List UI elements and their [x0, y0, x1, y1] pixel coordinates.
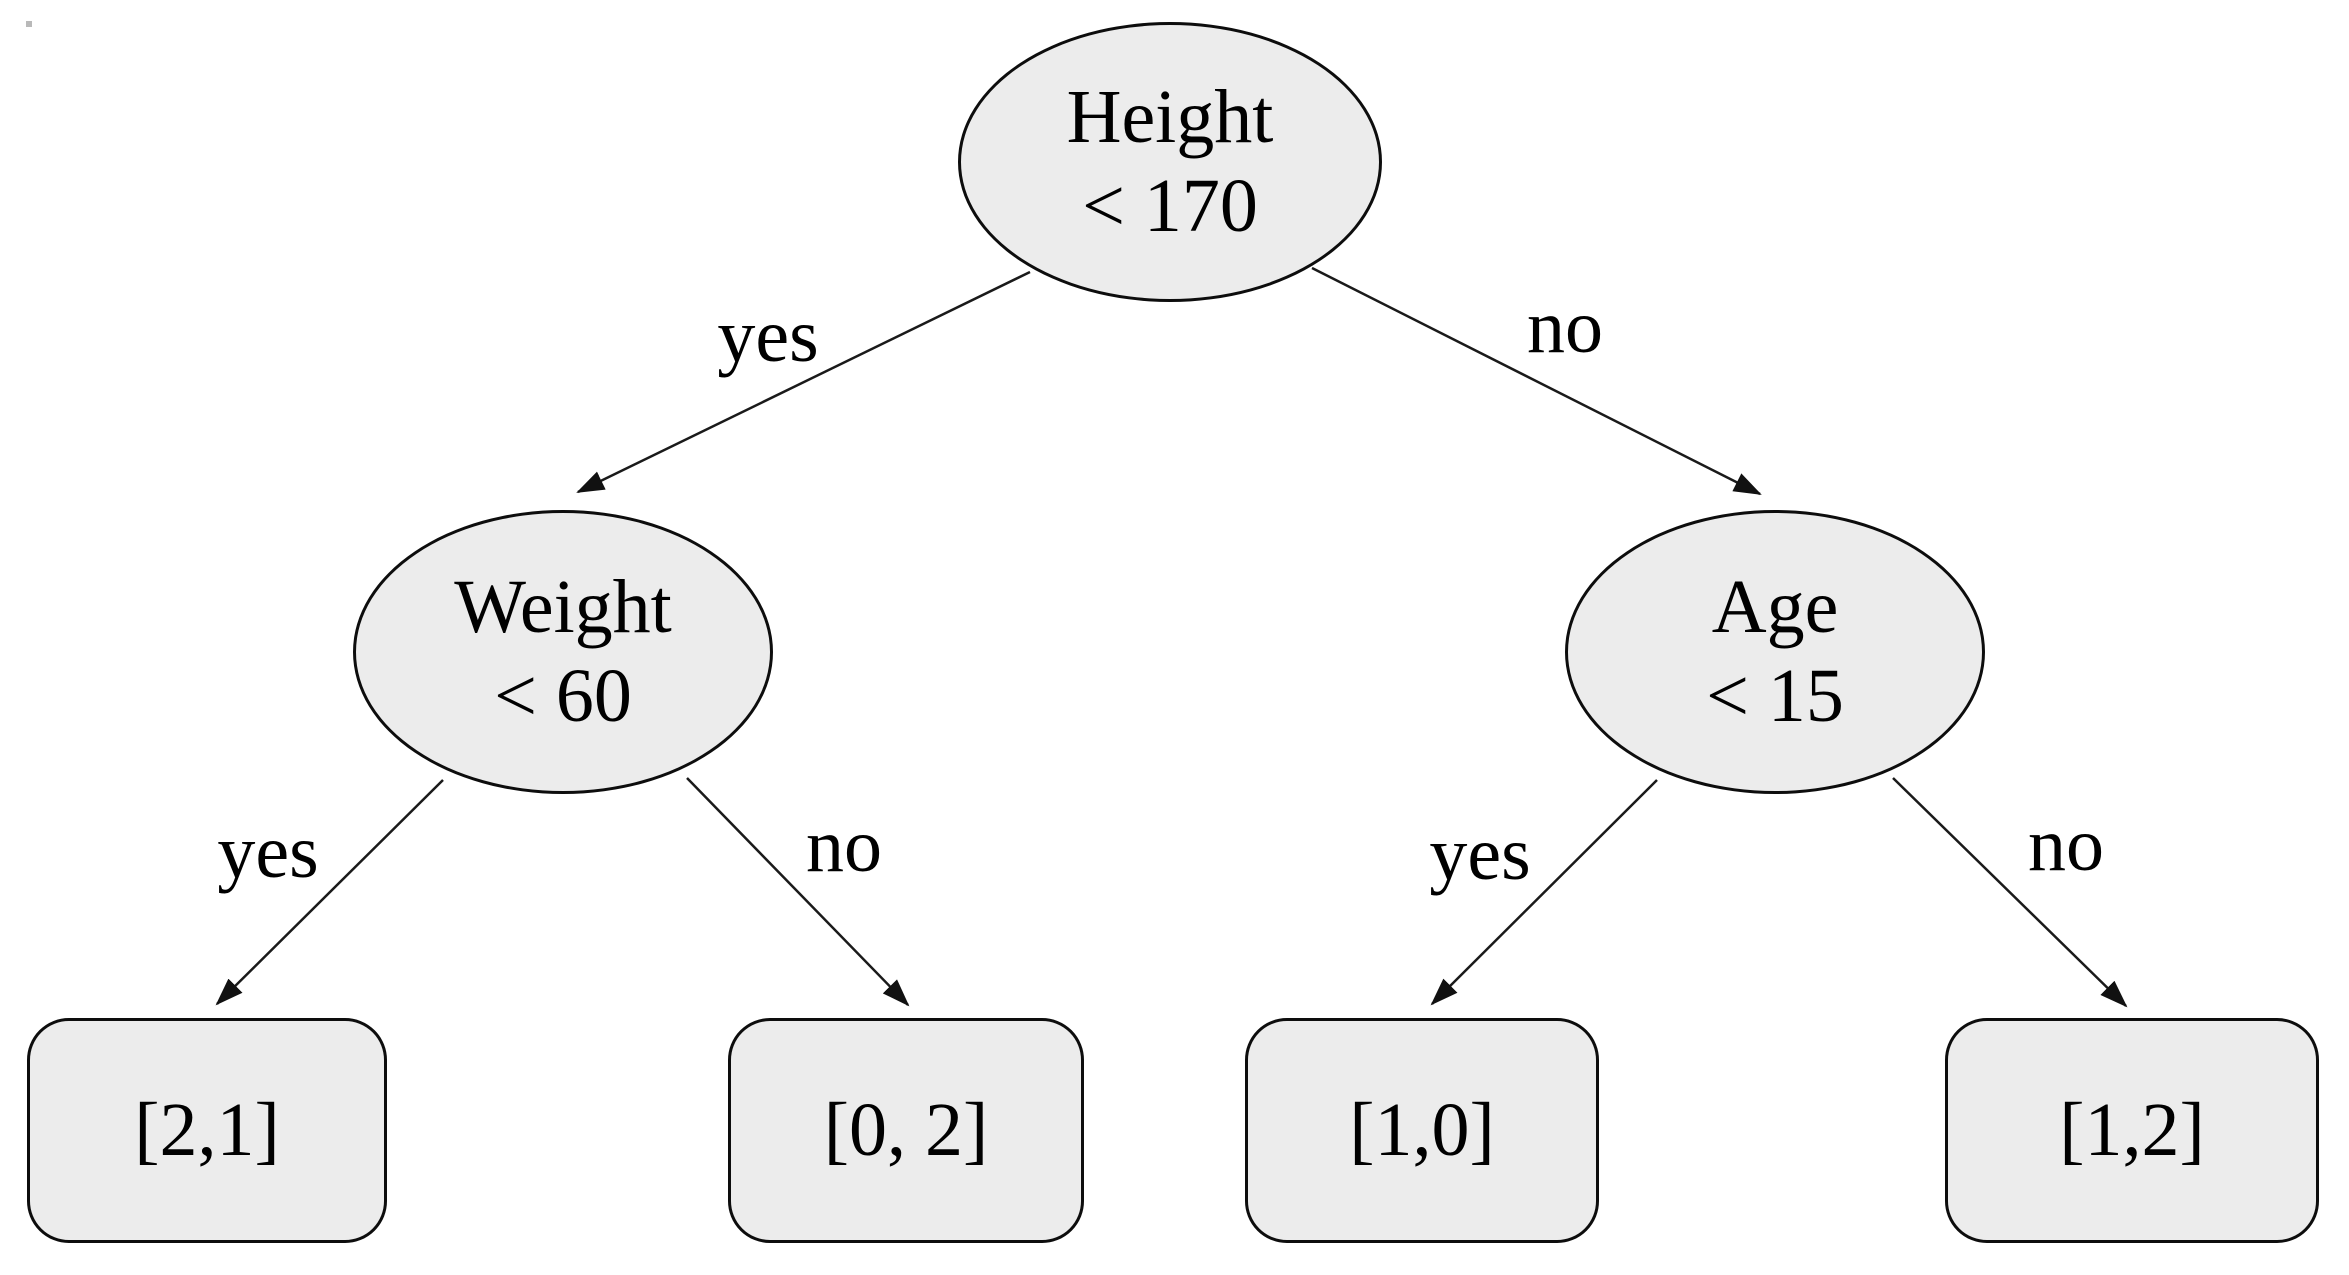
decision-node-weight: Weight < 60: [353, 510, 773, 794]
edge-label-root-no: no: [1527, 285, 1603, 369]
edge-label-root-yes: yes: [717, 294, 819, 378]
edge-label-age-no: no: [2028, 803, 2104, 887]
leaf-class-counts: [1,0]: [1349, 1088, 1495, 1172]
leaf-node-weight-no: [0, 2]: [728, 1018, 1084, 1243]
node-condition-label: < 15: [1706, 654, 1844, 738]
leaf-class-counts: [1,2]: [2059, 1088, 2205, 1172]
leaf-node-weight-yes: [2,1]: [27, 1018, 387, 1243]
leaf-class-counts: [0, 2]: [823, 1088, 989, 1172]
leaf-node-age-yes: [1,0]: [1245, 1018, 1599, 1243]
node-attribute-label: Height: [1066, 75, 1274, 159]
decision-node-height: Height < 170: [958, 22, 1382, 302]
edge-label-weight-no: no: [806, 804, 882, 888]
node-attribute-label: Age: [1711, 565, 1839, 649]
stray-pixel-artifact: [26, 21, 32, 27]
edge-label-age-yes: yes: [1429, 812, 1531, 896]
leaf-class-counts: [2,1]: [134, 1088, 280, 1172]
node-attribute-label: Weight: [454, 565, 672, 649]
leaf-node-age-no: [1,2]: [1945, 1018, 2319, 1243]
edge-label-weight-yes: yes: [217, 810, 319, 894]
node-condition-label: < 60: [494, 654, 632, 738]
node-condition-label: < 170: [1082, 164, 1258, 248]
decision-node-age: Age < 15: [1565, 510, 1985, 794]
